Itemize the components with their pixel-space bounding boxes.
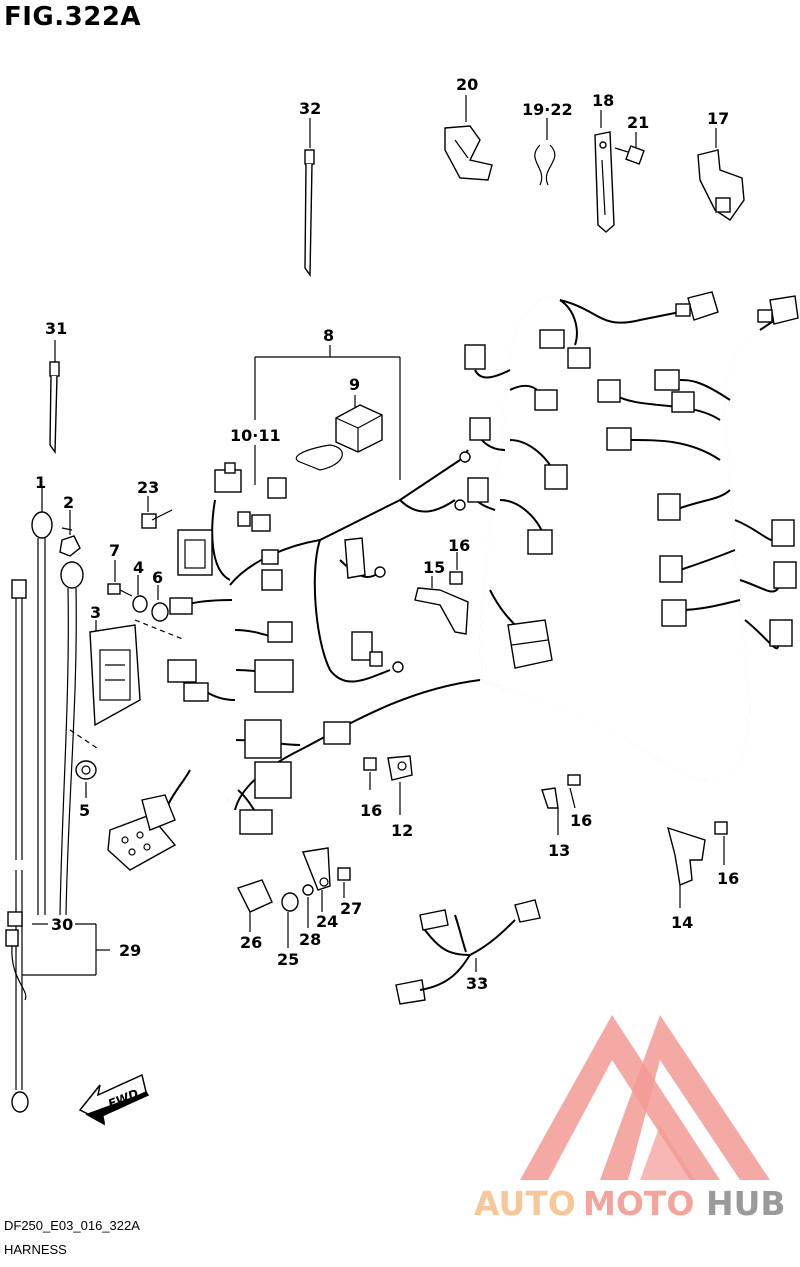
cable-tie-32: [304, 118, 315, 278]
bracket-8-leaders: [254, 345, 401, 485]
callout-5: 5: [79, 801, 90, 820]
callout-23: 23: [137, 478, 159, 497]
callout-21: 21: [627, 113, 649, 132]
callout-28: 28: [299, 930, 321, 949]
bolt-21: [614, 132, 645, 165]
bracket-13: [541, 774, 581, 835]
figure-code: DF250_E03_016_322A: [4, 1218, 140, 1233]
leader-29-30: [22, 923, 110, 976]
bolt-23: [141, 496, 173, 529]
callout-19-22: 19·22: [522, 100, 573, 119]
bracket-3: [69, 619, 186, 751]
strap-18: [594, 110, 615, 233]
figure-title: FIG.322A: [4, 2, 142, 32]
callout-2: 2: [63, 493, 74, 512]
right-connectors: [464, 291, 799, 669]
callout-16-a: 16: [448, 536, 470, 555]
callout-25: 25: [277, 950, 299, 969]
figure-caption: HARNESS: [4, 1242, 67, 1257]
callout-16-d: 16: [717, 869, 739, 888]
callout-15: 15: [423, 558, 445, 577]
callout-24: 24: [316, 912, 338, 931]
cable-tie-31: [49, 340, 60, 455]
watermark-auto: AUTO: [474, 1184, 576, 1223]
callout-16-b: 16: [360, 801, 382, 820]
grommet-5: [75, 760, 97, 798]
watermark-hub: HUB: [706, 1184, 786, 1223]
callout-33: 33: [466, 974, 488, 993]
clamp-17: [697, 128, 745, 221]
callout-27: 27: [340, 899, 362, 918]
callout-17: 17: [707, 109, 729, 128]
callout-4: 4: [133, 558, 144, 577]
fwd-arrow: FWD: [78, 1073, 150, 1126]
callout-20: 20: [456, 75, 478, 94]
watermark-moto: MOTO: [583, 1184, 694, 1223]
callout-16-c: 16: [570, 811, 592, 830]
callout-18: 18: [592, 91, 614, 110]
callout-3: 3: [90, 603, 101, 622]
callout-29: 29: [119, 941, 141, 960]
sub-harness-33: [395, 899, 541, 1005]
clamp-20: [444, 95, 493, 181]
bracket-15: [414, 552, 469, 635]
battery-cables: [5, 488, 84, 1113]
callout-8: 8: [323, 326, 334, 345]
engine-harness-bundle: [107, 449, 471, 871]
bracket-12: [363, 755, 413, 815]
watermark-logo: AUTO MOTO HUB: [474, 1015, 786, 1223]
callout-9: 9: [349, 375, 360, 394]
small-parts-24-28: [237, 847, 351, 948]
callout-10-11: 10·11: [230, 426, 281, 445]
callout-30: 30: [51, 915, 73, 934]
callout-1: 1: [35, 473, 46, 492]
callout-32: 32: [299, 99, 321, 118]
bracket-14: [667, 821, 728, 908]
callout-31: 31: [45, 319, 67, 338]
relay-9: [295, 404, 383, 471]
callout-13: 13: [548, 841, 570, 860]
clip-19-22: [534, 118, 556, 186]
screws-4-6-7: [107, 560, 169, 622]
callout-14: 14: [671, 913, 693, 932]
callout-7: 7: [109, 541, 120, 560]
callout-26: 26: [240, 933, 262, 952]
callout-12: 12: [391, 821, 413, 840]
callout-6: 6: [152, 568, 163, 587]
callout-labels: 1 2 3 4 5 6 7 8 9 10·11 12 13 14 15 16 1…: [35, 75, 739, 993]
